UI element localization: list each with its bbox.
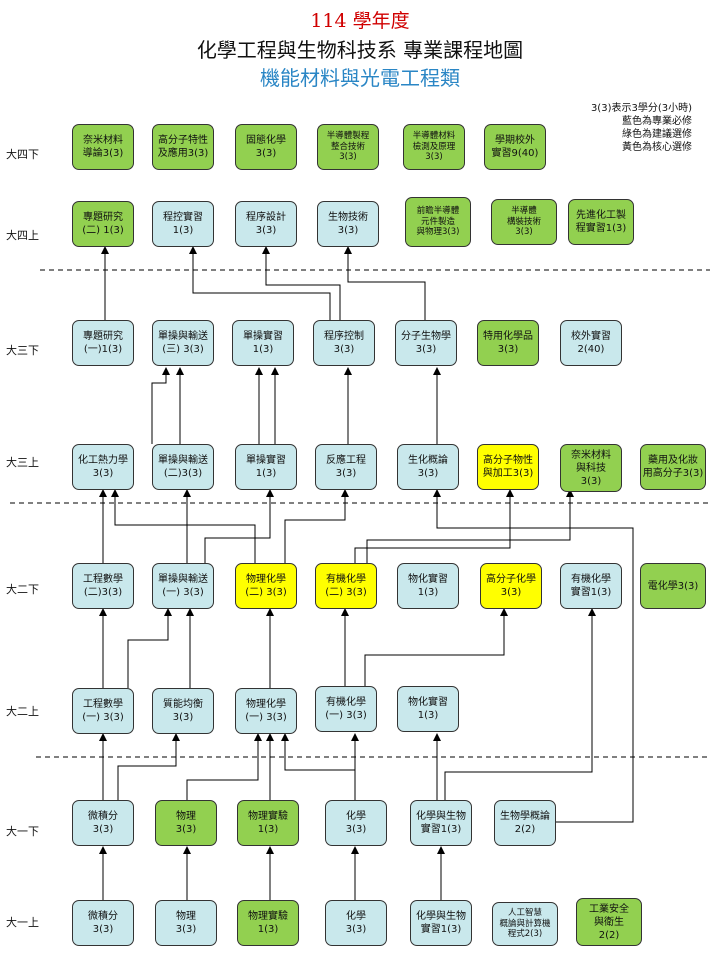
course-box-organic-chemistry-lab[interactable]: 有機化學 實習1(3) (560, 563, 622, 609)
course-box-ai-programming[interactable]: 人工智慧 概論與計算機 程式2(3) (492, 902, 558, 946)
year-label-2-2: 大二下 (6, 583, 39, 596)
course-box-industrial-safety[interactable]: 工業安全 與衛生 2(2) (576, 898, 642, 946)
course-box-biochemistry-intro[interactable]: 生化概論 3(3) (397, 444, 459, 490)
academic-year-title: 114 學年度 (310, 10, 410, 32)
year-label-3-2: 大三下 (6, 344, 39, 357)
year-label-1-1: 大一上 (6, 916, 39, 929)
year-label-2-1: 大二上 (6, 705, 39, 718)
course-box-calculus-1[interactable]: 微積分 3(3) (72, 900, 134, 946)
course-box-physics-lab-2[interactable]: 物理實驗 1(3) (237, 800, 299, 846)
course-box-semiconductor-inspection[interactable]: 半導體材料 檢測及原理 3(3) (403, 124, 465, 170)
legend-credit-note: 3(3)表示3學分(3小時) (590, 103, 692, 114)
course-box-chemistry-2[interactable]: 化學 3(3) (325, 800, 387, 846)
course-box-unit-operations-3[interactable]: 單操與輸送 (三) 3(3) (152, 320, 214, 366)
connector-arrow (364, 608, 508, 688)
year-label-1-2: 大一下 (6, 825, 39, 838)
course-box-polymer-properties[interactable]: 高分子特性 及應用3(3) (152, 124, 214, 170)
course-box-unit-operations-2[interactable]: 單操與輸送 (二)3(3) (152, 444, 214, 490)
course-box-organic-chemistry-2[interactable]: 有機化學 (二) 3(3) (315, 563, 377, 609)
year-label-4-2: 大四下 (6, 148, 39, 161)
year-label-3-1: 大三上 (6, 456, 39, 469)
course-box-calculus-2[interactable]: 微積分 3(3) (72, 800, 134, 846)
legend-blue-note: 藍色為專業必修 (622, 116, 692, 127)
course-box-project-research-2[interactable]: 專題研究 (二) 1(3) (72, 201, 134, 247)
course-box-biotechnology[interactable]: 生物技術 3(3) (317, 201, 379, 247)
connector-arrow (262, 246, 341, 320)
legend-yellow-note: 黃色為核心選修 (622, 142, 692, 153)
connector-arrow (151, 367, 170, 444)
course-box-polymer-processing[interactable]: 高分子物性 與加工3(3) (477, 444, 539, 490)
course-box-semiconductor-packaging[interactable]: 半導體 構裝技術 3(3) (491, 199, 557, 245)
course-box-semiconductor-process[interactable]: 半導體製程 整合技術 3(3) (317, 124, 379, 170)
connector-arrow (344, 246, 426, 320)
year-label-4-1: 大四上 (6, 229, 39, 242)
connector-arrow (433, 489, 634, 823)
connector-arrow (354, 489, 514, 563)
connector-arrow (189, 246, 331, 320)
connector-arrow (204, 489, 274, 563)
course-box-organic-chemistry-1[interactable]: 有機化學 (一) 3(3) (315, 686, 377, 732)
course-box-unit-operations-1[interactable]: 單操與輸送 (一) 3(3) (152, 563, 214, 609)
course-box-mass-energy-balance[interactable]: 質能均衡 3(3) (152, 688, 214, 734)
legend-green-note: 綠色為建議選修 (622, 129, 692, 140)
connector-arrow (284, 489, 349, 563)
course-box-engineering-math-1[interactable]: 工程數學 (一) 3(3) (72, 688, 134, 734)
connector-arrow (127, 608, 172, 688)
course-box-advanced-process-lab[interactable]: 先進化工製 程實習1(3) (568, 199, 634, 245)
connector-arrow (111, 489, 256, 563)
course-box-electrochemistry[interactable]: 電化學3(3) (640, 563, 706, 609)
track-title: 機能材料與光電工程類 (260, 66, 460, 90)
course-box-process-control[interactable]: 程序控制 3(3) (313, 320, 375, 366)
course-box-unit-operations-lab-1[interactable]: 單操實習 1(3) (235, 444, 297, 490)
course-box-physical-chemistry-lab-1[interactable]: 物化實習 1(3) (397, 686, 459, 732)
course-box-biology-intro[interactable]: 生物學概論 2(2) (494, 800, 556, 846)
course-box-advanced-semiconductor-devices[interactable]: 前瞻半導體 元件製造 與物理3(3) (405, 197, 471, 247)
course-box-pharmaceutical-polymers[interactable]: 藥用及化妝 用高分子3(3) (640, 444, 706, 490)
course-box-process-design[interactable]: 程序設計 3(3) (235, 201, 297, 247)
course-box-polymer-chemistry[interactable]: 高分子化學 3(3) (480, 563, 542, 609)
course-box-process-control-lab[interactable]: 程控實習 1(3) (152, 201, 214, 247)
course-box-nano-materials-technology[interactable]: 奈米材料 與科技 3(3) (560, 444, 622, 492)
connector-arrow (186, 733, 262, 800)
course-box-chem-bio-lab-1[interactable]: 化學與生物 實習1(3) (410, 900, 472, 946)
course-box-project-research-1[interactable]: 專題研究 (一)1(3) (72, 320, 134, 366)
course-box-solid-state-chemistry[interactable]: 固態化學 3(3) (235, 124, 297, 170)
course-box-physics-lab-1[interactable]: 物理實驗 1(3) (237, 900, 299, 946)
course-box-physics-1[interactable]: 物理 3(3) (155, 900, 217, 946)
connector-arrow (366, 489, 574, 563)
course-box-thermodynamics[interactable]: 化工熱力學 3(3) (72, 444, 134, 490)
connector-arrow (444, 608, 596, 800)
legend: 3(3)表示3學分(3小時) 藍色為專業必修 綠色為建議選修 黃色為核心選修 (591, 102, 692, 154)
course-box-engineering-math-2[interactable]: 工程數學 (二)3(3) (72, 563, 134, 609)
department-title: 化學工程與生物科技系 專業課程地圖 (196, 38, 524, 62)
course-box-molecular-biology[interactable]: 分子生物學 3(3) (395, 320, 457, 366)
course-box-chemistry-1[interactable]: 化學 3(3) (325, 900, 387, 946)
course-box-specialty-chemicals[interactable]: 特用化學品 3(3) (477, 320, 539, 366)
course-box-unit-operations-lab-2[interactable]: 單操實習 1(3) (232, 320, 294, 366)
course-box-physical-chemistry-2[interactable]: 物理化學 (二) 3(3) (235, 563, 297, 609)
course-box-physics-2[interactable]: 物理 3(3) (155, 800, 217, 846)
course-box-reaction-engineering[interactable]: 反應工程 3(3) (315, 444, 377, 490)
course-box-off-campus-internship[interactable]: 校外實習 2(40) (560, 320, 622, 366)
course-box-chem-bio-lab-2[interactable]: 化學與生物 實習1(3) (410, 800, 472, 846)
course-box-physical-chemistry-lab-2[interactable]: 物化實習 1(3) (397, 563, 459, 609)
course-box-semester-internship[interactable]: 學期校外 實習9(40) (484, 124, 546, 170)
connector-arrow (117, 733, 180, 800)
course-box-physical-chemistry-1[interactable]: 物理化學 (一) 3(3) (235, 688, 297, 734)
connector-arrow (281, 733, 356, 800)
course-box-nano-materials-intro[interactable]: 奈米材料 導論3(3) (72, 124, 134, 170)
